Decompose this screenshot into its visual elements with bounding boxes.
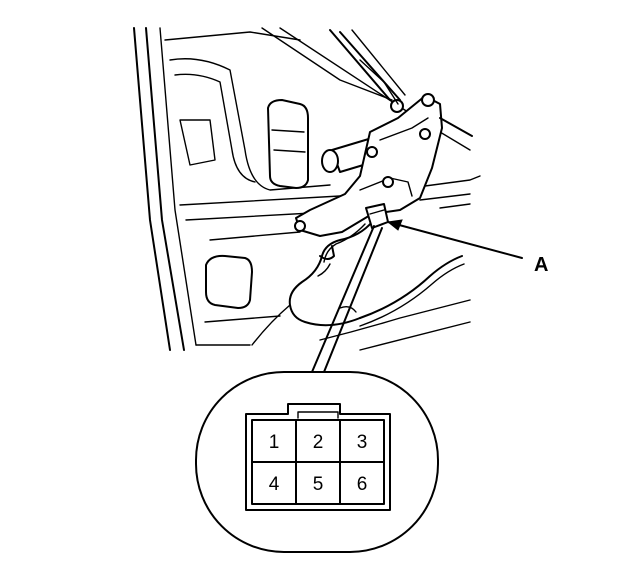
wire-harness: [251, 221, 465, 346]
connector-detail-view: 1 2 3 4 5 6: [195, 371, 439, 553]
arrow-head-icon: [386, 219, 403, 231]
callout-label: A: [534, 254, 548, 276]
pin-6-label: 6: [357, 474, 368, 495]
pin-2-label: 2: [313, 432, 324, 453]
callout-a-leader: [386, 219, 523, 259]
zoom-leader-lines: [311, 225, 383, 373]
wiper-motor-assembly: [294, 59, 473, 237]
pin-4-label: 4: [269, 474, 280, 495]
pin-3-label: 3: [357, 432, 368, 453]
pin-5-label: 5: [313, 474, 324, 495]
door-panel-illustration: [133, 27, 481, 351]
pin-1-label: 1: [269, 432, 280, 453]
